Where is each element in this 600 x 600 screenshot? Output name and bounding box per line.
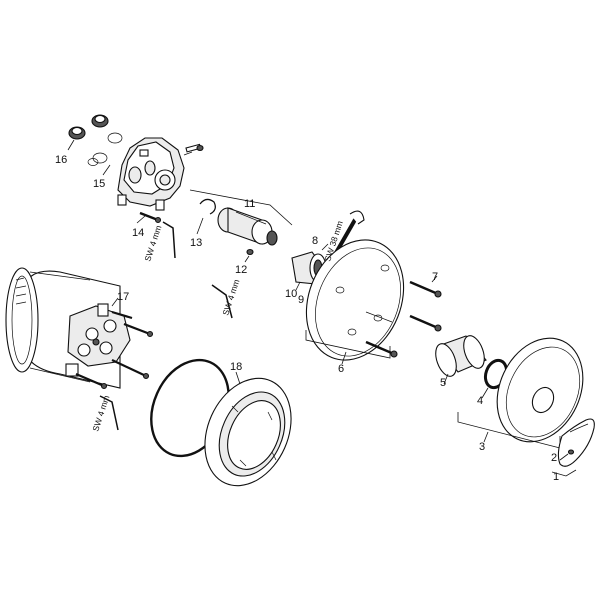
- label-part-3: 3: [479, 441, 485, 453]
- label-part-15: 15: [93, 178, 105, 190]
- part-15-orings: [87, 132, 123, 176]
- valve-body: [117, 137, 204, 211]
- label-part-18: 18: [230, 361, 242, 373]
- part-16-caps: [67, 114, 109, 151]
- part-5-sleeve: [435, 335, 487, 385]
- part-3-cover: [457, 337, 584, 449]
- label-part-5: 5: [440, 377, 446, 389]
- part-17-body: [5, 267, 154, 431]
- label-part-9: 9: [298, 294, 304, 306]
- label-part-12: 12: [235, 264, 247, 276]
- part-12-screw: [211, 248, 254, 319]
- label-part-2: 2: [551, 452, 557, 464]
- part-7-screws: [365, 275, 442, 358]
- part-14-screw: [136, 211, 176, 259]
- label-part-13: 13: [190, 237, 202, 249]
- label-part-1: 1: [553, 471, 559, 483]
- label-part-7: 7: [432, 271, 438, 283]
- part-11-cartridge: [189, 189, 293, 246]
- label-part-16: 16: [55, 154, 67, 166]
- label-part-14: 14: [132, 227, 144, 239]
- label-part-10: 10: [285, 288, 297, 300]
- label-part-11: 11: [244, 198, 255, 210]
- label-part-17: 17: [117, 291, 129, 303]
- tool-size-sw4-upper: SW 4 mm: [142, 224, 163, 263]
- part-18-ring: [150, 358, 292, 487]
- part-1-2-lever: [551, 418, 595, 477]
- part-13-clip: [196, 198, 216, 235]
- part-6-plate: [305, 239, 405, 365]
- label-part-8: 8: [312, 235, 318, 247]
- label-part-6: 6: [338, 363, 344, 375]
- label-part-4: 4: [477, 395, 483, 407]
- tool-size-sw4-middle: SW 4 mm: [220, 278, 241, 317]
- tool-size-sw4-lower: SW 4 mm: [90, 394, 111, 433]
